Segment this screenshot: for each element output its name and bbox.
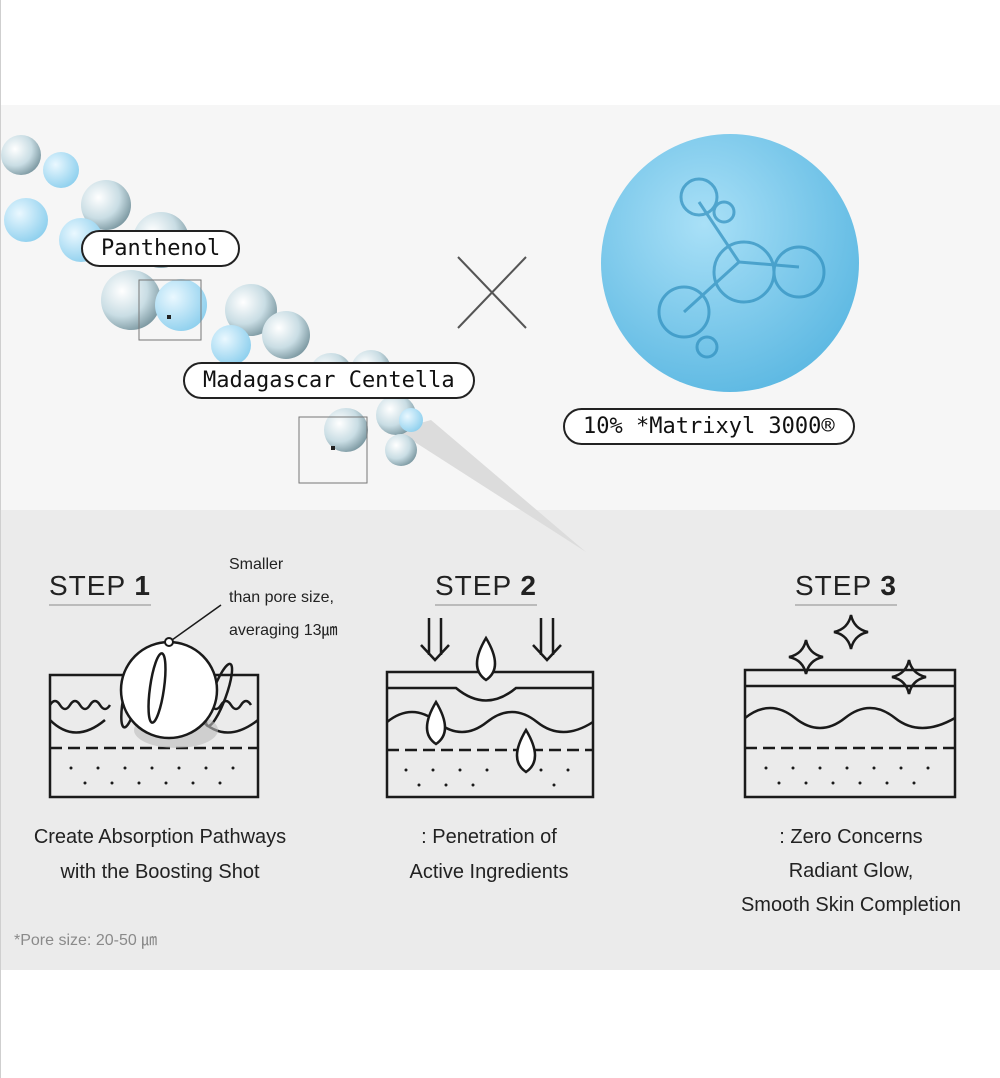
pore-size-callout: Smaller than pore size, averaging 13㎛ <box>229 556 338 639</box>
centella-label: Madagascar Centella <box>183 362 475 399</box>
step-3-title: STEP 3 <box>795 570 897 606</box>
ingredient-cluster-illustration <box>1 135 586 552</box>
times-icon <box>457 256 527 329</box>
step-1-skin-illustration <box>48 604 260 799</box>
matrixyl-molecule-illustration <box>601 134 859 392</box>
step-2-caption: : Penetration of Active Ingredients <box>409 826 569 883</box>
step-2-skin-illustration <box>385 618 595 799</box>
pore-size-footnote: *Pore size: 20-50 ㎛ <box>14 932 158 949</box>
step-1-caption: Create Absorption Pathways with the Boos… <box>33 826 287 883</box>
step-3-skin-illustration <box>743 614 957 799</box>
matrixyl-label: 10% *Matrixyl 3000® <box>563 408 855 445</box>
step-1-title: STEP 1 <box>49 570 151 606</box>
step-3-caption: : Zero Concerns Radiant Glow, Smooth Ski… <box>740 826 962 916</box>
panthenol-label: Panthenol <box>81 230 241 267</box>
step-2-title: STEP 2 <box>435 570 537 606</box>
